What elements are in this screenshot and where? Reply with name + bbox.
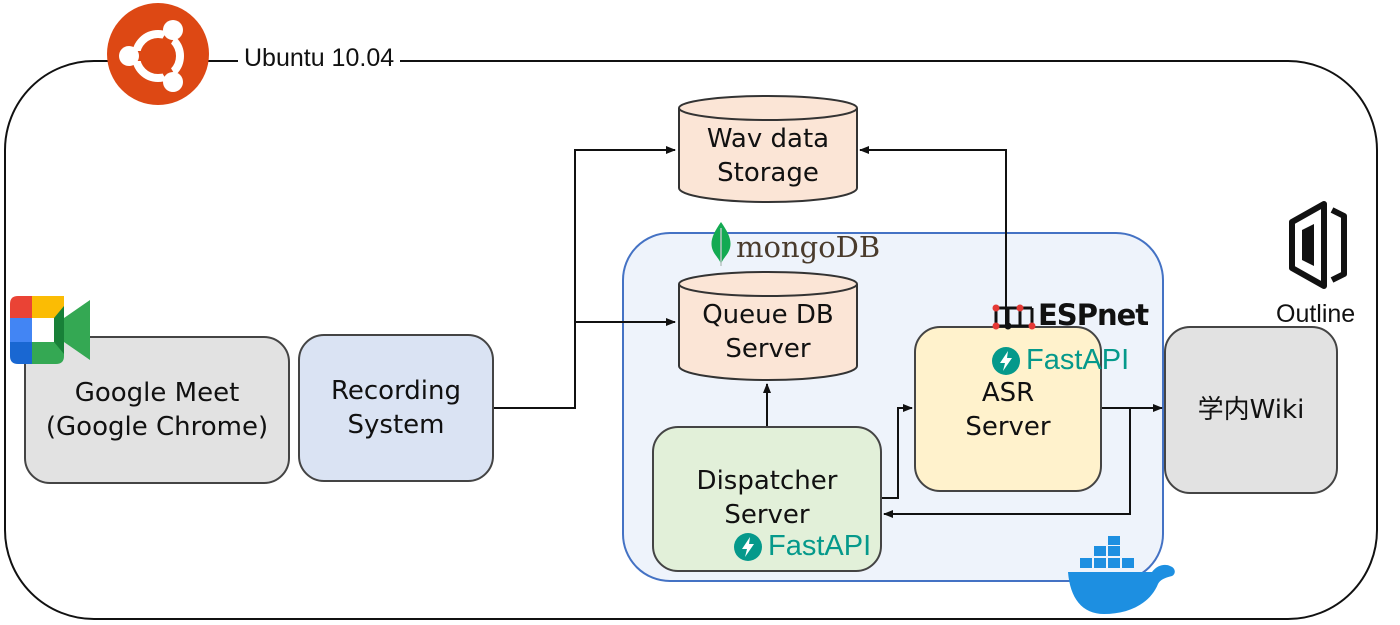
outline-icon bbox=[1289, 201, 1347, 289]
arrow-asr-to-wav bbox=[859, 146, 1007, 326]
wav-storage-cylinder bbox=[678, 95, 858, 203]
recording-line2: System bbox=[347, 410, 445, 440]
queue-db-cylinder bbox=[678, 271, 858, 381]
recording-line1: Recording bbox=[330, 376, 462, 406]
ubuntu-logo-icon bbox=[107, 3, 209, 105]
arrow-dispatcher-to-asr bbox=[882, 404, 913, 499]
queue-db-line1: Queue DB bbox=[702, 300, 834, 330]
docker-whale-icon bbox=[1068, 536, 1175, 614]
asr-fastapi-label: FastAPI bbox=[1026, 344, 1130, 376]
fastapi-bolt-icon bbox=[992, 346, 1020, 375]
recording-system-node: Recording System bbox=[298, 334, 494, 482]
wiki-label: 学内Wiki bbox=[1197, 395, 1305, 425]
queue-db-line2: Server bbox=[725, 334, 811, 364]
dispatcher-fastapi-logo: FastAPI bbox=[734, 530, 871, 563]
os-label: Ubuntu 10.04 bbox=[238, 44, 401, 73]
espnet-logo: ESPnet bbox=[1038, 298, 1149, 332]
mongodb-logo: mongoDB bbox=[736, 230, 881, 264]
ubuntu-environment-frame bbox=[4, 60, 1378, 620]
wav-storage-line2: Storage bbox=[717, 158, 819, 188]
arrow-recording-to-queue bbox=[574, 318, 676, 408]
wav-storage-line1: Wav data bbox=[706, 124, 830, 154]
asr-line2: Server bbox=[965, 412, 1051, 442]
google-meet-node: Google Meet (Google Chrome) bbox=[24, 336, 290, 484]
google-meet-line2: (Google Chrome) bbox=[45, 412, 269, 442]
google-meet-line1: Google Meet bbox=[74, 378, 240, 408]
dispatcher-fastapi-label: FastAPI bbox=[768, 530, 872, 562]
asr-line1: ASR bbox=[981, 378, 1035, 408]
queue-db-node: Queue DB Server bbox=[677, 298, 859, 366]
google-meet-icon bbox=[10, 296, 90, 364]
arrow-recording-to-wav bbox=[494, 146, 676, 409]
mongodb-leaf-icon bbox=[711, 222, 731, 266]
wiki-node: 学内Wiki bbox=[1164, 326, 1338, 494]
wav-storage-node: Wav data Storage bbox=[677, 122, 859, 190]
dispatcher-line1: Dispatcher bbox=[696, 466, 838, 496]
asr-fastapi-logo: FastAPI bbox=[992, 344, 1129, 377]
dispatcher-server-node: Dispatcher Server bbox=[652, 426, 882, 572]
fastapi-bolt-icon bbox=[734, 532, 762, 561]
espnet-icon bbox=[992, 304, 1036, 330]
dispatcher-line2: Server bbox=[724, 500, 810, 530]
arrow-asr-to-dispatcher bbox=[883, 408, 1131, 518]
outline-logo-label: Outline bbox=[1276, 300, 1356, 328]
